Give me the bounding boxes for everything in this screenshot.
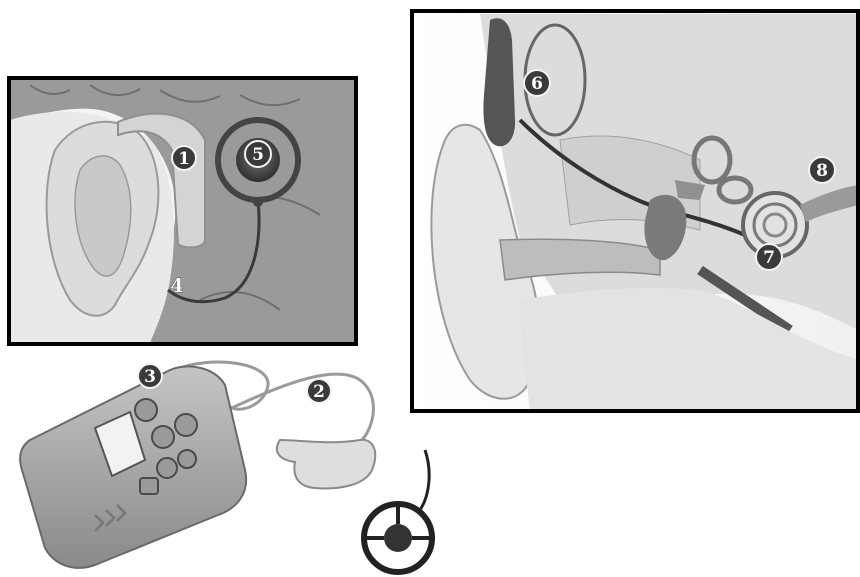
label-text-8: 8 bbox=[816, 161, 828, 181]
label-text-6: 6 bbox=[531, 74, 543, 94]
anatomy-view-panel bbox=[412, 11, 858, 411]
coil-cable bbox=[420, 450, 429, 510]
transmitting-coil-center bbox=[384, 524, 412, 552]
processor-button-mid-right bbox=[175, 414, 197, 436]
label-text-3: 3 bbox=[144, 367, 156, 387]
label-1: 1 bbox=[172, 146, 196, 170]
label-text-5: 5 bbox=[252, 145, 264, 165]
label-5: 5 bbox=[245, 141, 271, 167]
label-text-7: 7 bbox=[763, 248, 775, 268]
label-6: 6 bbox=[524, 70, 550, 96]
label-text-1: 1 bbox=[178, 149, 190, 169]
processor-button-square bbox=[140, 478, 158, 494]
label-text-4: 4 bbox=[170, 275, 183, 297]
label-4: 4 bbox=[170, 275, 183, 297]
processor-button-low-2 bbox=[178, 450, 196, 468]
label-text-2: 2 bbox=[313, 382, 325, 402]
label-2: 2 bbox=[307, 379, 331, 403]
processor-button-top bbox=[135, 399, 157, 421]
label-7: 7 bbox=[756, 244, 782, 270]
coil-connector bbox=[253, 197, 263, 207]
external-components bbox=[20, 362, 432, 572]
external-view-panel bbox=[9, 78, 356, 344]
processor-button-low-1 bbox=[157, 458, 177, 478]
processor-button-mid-left bbox=[152, 426, 174, 448]
speech-processor-body bbox=[20, 366, 246, 567]
label-3: 3 bbox=[138, 364, 162, 388]
label-8: 8 bbox=[809, 157, 835, 183]
behind-the-ear-earpiece bbox=[277, 440, 375, 489]
